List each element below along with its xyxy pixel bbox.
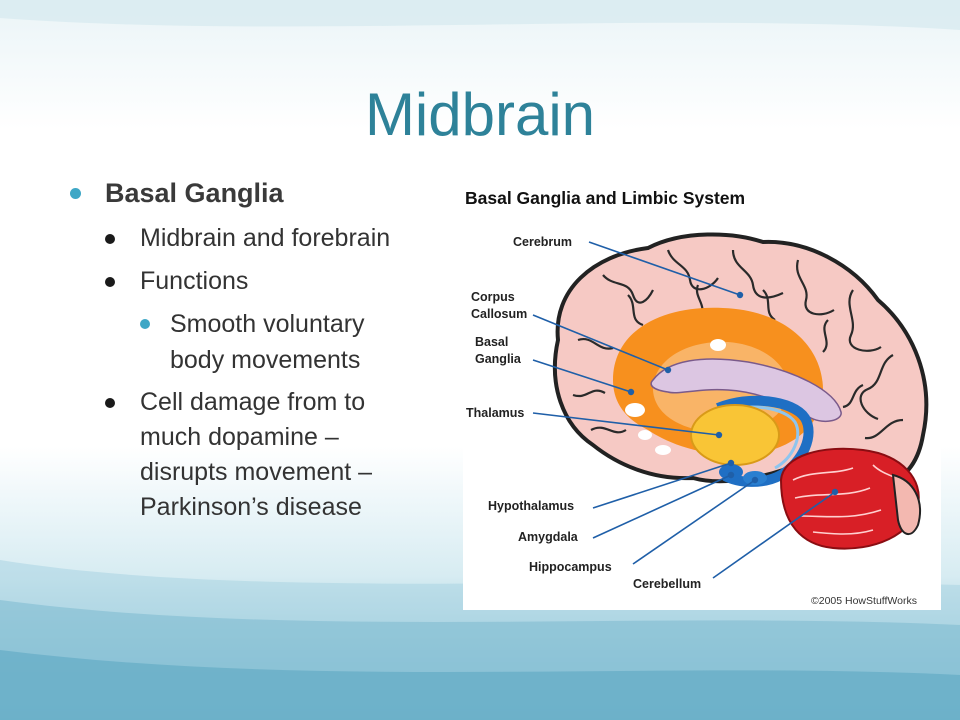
bullet-text-line: disrupts movement – bbox=[140, 455, 372, 490]
bullet-text: Functions bbox=[140, 267, 248, 296]
label-basal-ganglia-2: Ganglia bbox=[475, 352, 522, 366]
bullet-dot-icon bbox=[105, 277, 115, 287]
label-corpus-callosum-1: Corpus bbox=[471, 290, 515, 304]
bullet-dot-icon bbox=[105, 398, 115, 408]
bullet-text-line: Smooth voluntary bbox=[170, 306, 365, 342]
bullet-text-line: Cell damage from to bbox=[140, 385, 372, 420]
bullet-text: Basal Ganglia bbox=[105, 178, 284, 209]
bullet-text: Midbrain and forebrain bbox=[140, 224, 390, 253]
label-amygdala: Amygdala bbox=[518, 530, 579, 544]
label-hypothalamus: Hypothalamus bbox=[488, 499, 574, 513]
label-thalamus: Thalamus bbox=[466, 406, 524, 420]
label-corpus-callosum-2: Callosum bbox=[471, 307, 527, 321]
label-cerebellum: Cerebellum bbox=[633, 577, 701, 591]
bullet-text-line: Parkinson’s disease bbox=[140, 490, 372, 525]
copyright-text: ©2005 HowStuffWorks bbox=[811, 595, 917, 607]
slide-title: Midbrain bbox=[0, 80, 960, 149]
thalamus-shape bbox=[691, 405, 779, 465]
brain-illustration: Basal Ganglia and Limbic System Cerebrum… bbox=[463, 180, 941, 610]
bullet-dot-icon bbox=[70, 188, 81, 199]
label-hippocampus: Hippocampus bbox=[529, 560, 612, 574]
label-cerebrum: Cerebrum bbox=[513, 235, 572, 249]
bullet-text-line: body movements bbox=[170, 342, 365, 378]
bullet-text-line: much dopamine – bbox=[140, 420, 372, 455]
brain-diagram: Basal Ganglia and Limbic System Cerebrum… bbox=[463, 180, 941, 610]
bullet-dot-icon bbox=[140, 319, 150, 329]
label-basal-ganglia-1: Basal bbox=[475, 335, 508, 349]
diagram-title: Basal Ganglia and Limbic System bbox=[465, 188, 745, 208]
bullet-dot-icon bbox=[105, 234, 115, 244]
